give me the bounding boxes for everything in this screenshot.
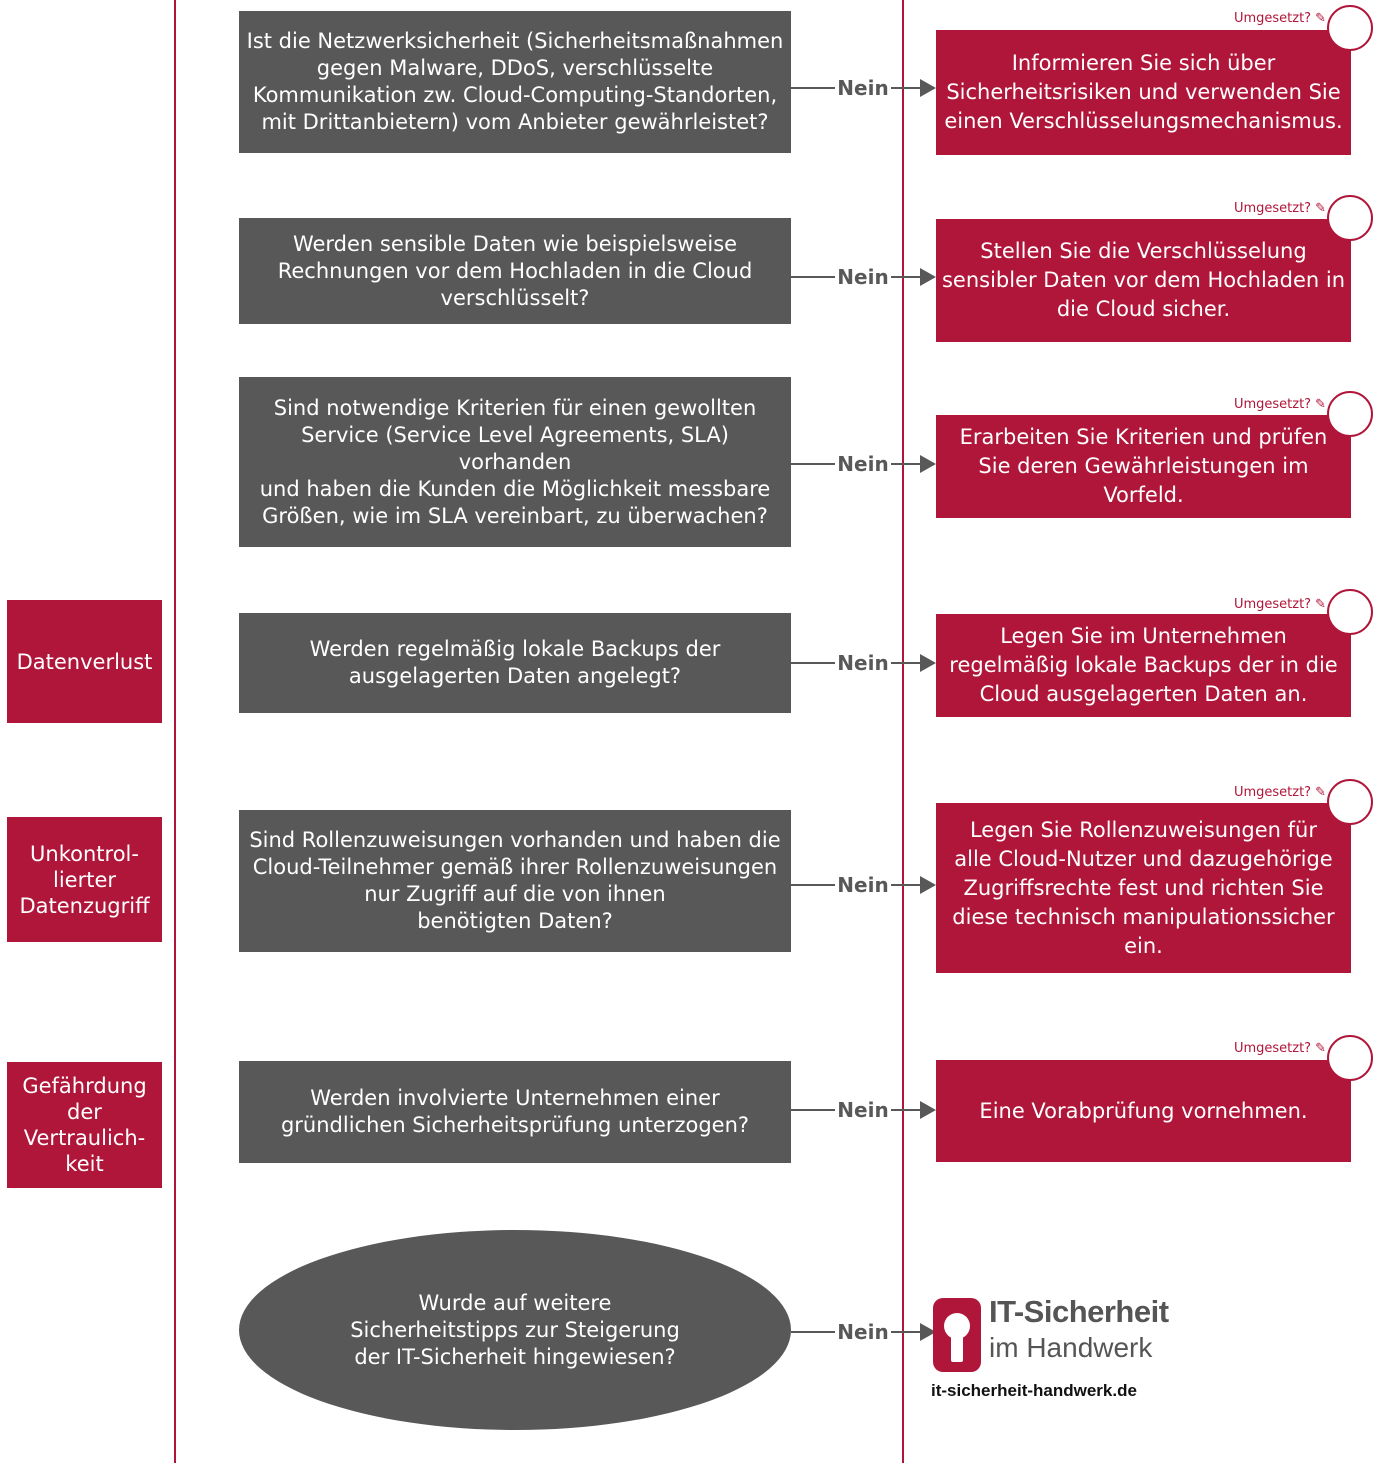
question-box-6: Werden involvierte Unternehmen einer grü… [239, 1061, 791, 1163]
nein-label: Nein [837, 265, 889, 289]
umgesetzt-text: Umgesetzt? [1233, 11, 1312, 26]
arrow-line [791, 276, 835, 278]
left-lane-line [174, 0, 176, 1463]
logo-subtitle: im Handwerk [989, 1332, 1153, 1363]
umgesetzt-label-3: Umgesetzt?✎ [1150, 397, 1326, 413]
implemented-checkbox-2[interactable] [1327, 195, 1373, 241]
question-box-4: Werden regelmäßig lokale Backups der aus… [239, 613, 791, 713]
pencil-icon: ✎ [1315, 397, 1326, 412]
implemented-checkbox-4[interactable] [1327, 589, 1373, 635]
category-datenverlust: Datenverlust [7, 600, 162, 723]
pencil-icon: ✎ [1315, 785, 1326, 800]
arrow-line [791, 884, 835, 886]
umgesetzt-text: Umgesetzt? [1233, 1041, 1312, 1056]
implemented-checkbox-5[interactable] [1327, 779, 1373, 825]
umgesetzt-text: Umgesetzt? [1233, 785, 1312, 800]
arrow-line [891, 1109, 923, 1111]
keyhole-shape [944, 1313, 970, 1362]
nein-label: Nein [837, 873, 889, 897]
nein-arrow-5: Nein [791, 873, 937, 897]
nein-label: Nein [837, 1098, 889, 1122]
nein-label: Nein [837, 76, 889, 100]
umgesetzt-label-5: Umgesetzt?✎ [1150, 785, 1326, 801]
answer-box-2: Stellen Sie die Verschlüsselung sensible… [936, 219, 1351, 342]
arrow-line [791, 87, 835, 89]
arrow-line [891, 276, 923, 278]
answer-box-4: Legen Sie im Unternehmen regelmäßig loka… [936, 614, 1351, 717]
question-box-3: Sind notwendige Kriterien für einen gewo… [239, 377, 791, 547]
question-box-1: Ist die Netzwerksicherheit (Sicherheitsm… [239, 11, 791, 153]
arrow-line [791, 463, 835, 465]
pencil-icon: ✎ [1315, 201, 1326, 216]
implemented-checkbox-6[interactable] [1327, 1035, 1373, 1081]
arrow-line [791, 1109, 835, 1111]
nein-arrow-4: Nein [791, 651, 937, 675]
answer-box-5: Legen Sie Rollenzuweisungen für alle Clo… [936, 803, 1351, 973]
category-gefaehrdung-vertraulichkeit: Gefährdung der Vertraulich- keit [7, 1062, 162, 1188]
answer-box-1: Informieren Sie sich über Sicherheitsris… [936, 30, 1351, 155]
keyhole-icon [933, 1298, 981, 1372]
nein-arrow-6: Nein [791, 1098, 937, 1122]
arrow-line [791, 1331, 835, 1333]
arrow-line [891, 463, 923, 465]
pencil-icon: ✎ [1315, 1041, 1326, 1056]
website-url[interactable]: it-sicherheit-handwerk.de [931, 1381, 1137, 1400]
pencil-icon: ✎ [1315, 11, 1326, 26]
arrow-head-icon [920, 1101, 936, 1119]
question-box-5: Sind Rollenzuweisungen vorhanden und hab… [239, 810, 791, 952]
nein-label: Nein [837, 452, 889, 476]
umgesetzt-label-2: Umgesetzt?✎ [1150, 201, 1326, 217]
nein-arrow-1: Nein [791, 76, 937, 100]
question-box-2: Werden sensible Daten wie beispielsweise… [239, 218, 791, 324]
nein-arrow-2: Nein [791, 265, 937, 289]
arrow-head-icon [920, 455, 936, 473]
arrow-head-icon [920, 876, 936, 894]
nein-arrow-3: Nein [791, 452, 937, 476]
umgesetzt-label-6: Umgesetzt?✎ [1150, 1041, 1326, 1057]
answer-box-3: Erarbeiten Sie Kriterien und prüfen Sie … [936, 415, 1351, 518]
nein-label: Nein [837, 651, 889, 675]
answer-box-6: Eine Vorabprüfung vornehmen. [936, 1060, 1351, 1162]
umgesetzt-label-1: Umgesetzt?✎ [1150, 11, 1326, 27]
logo-title: IT-Sicherheit [989, 1294, 1169, 1329]
arrow-line [891, 884, 923, 886]
umgesetzt-text: Umgesetzt? [1233, 397, 1312, 412]
umgesetzt-label-4: Umgesetzt?✎ [1150, 597, 1326, 613]
arrow-line [891, 662, 923, 664]
final-question-oval: Wurde auf weitere Sicherheitstipps zur S… [239, 1230, 791, 1430]
arrow-line [891, 87, 923, 89]
pencil-icon: ✎ [1315, 597, 1326, 612]
implemented-checkbox-3[interactable] [1327, 391, 1373, 437]
arrow-line [891, 1331, 923, 1333]
implemented-checkbox-1[interactable] [1327, 5, 1373, 51]
arrow-head-icon [920, 1323, 936, 1341]
umgesetzt-text: Umgesetzt? [1233, 597, 1312, 612]
arrow-head-icon [920, 654, 936, 672]
arrow-head-icon [920, 268, 936, 286]
right-lane-line [902, 0, 904, 1463]
umgesetzt-text: Umgesetzt? [1233, 201, 1312, 216]
arrow-head-icon [920, 79, 936, 97]
category-unkontrollierter-datenzugriff: Unkontrol- lierter Datenzugriff [7, 817, 162, 942]
arrow-line [791, 662, 835, 664]
nein-label: Nein [837, 1320, 889, 1344]
nein-arrow-final: Nein [791, 1320, 937, 1344]
